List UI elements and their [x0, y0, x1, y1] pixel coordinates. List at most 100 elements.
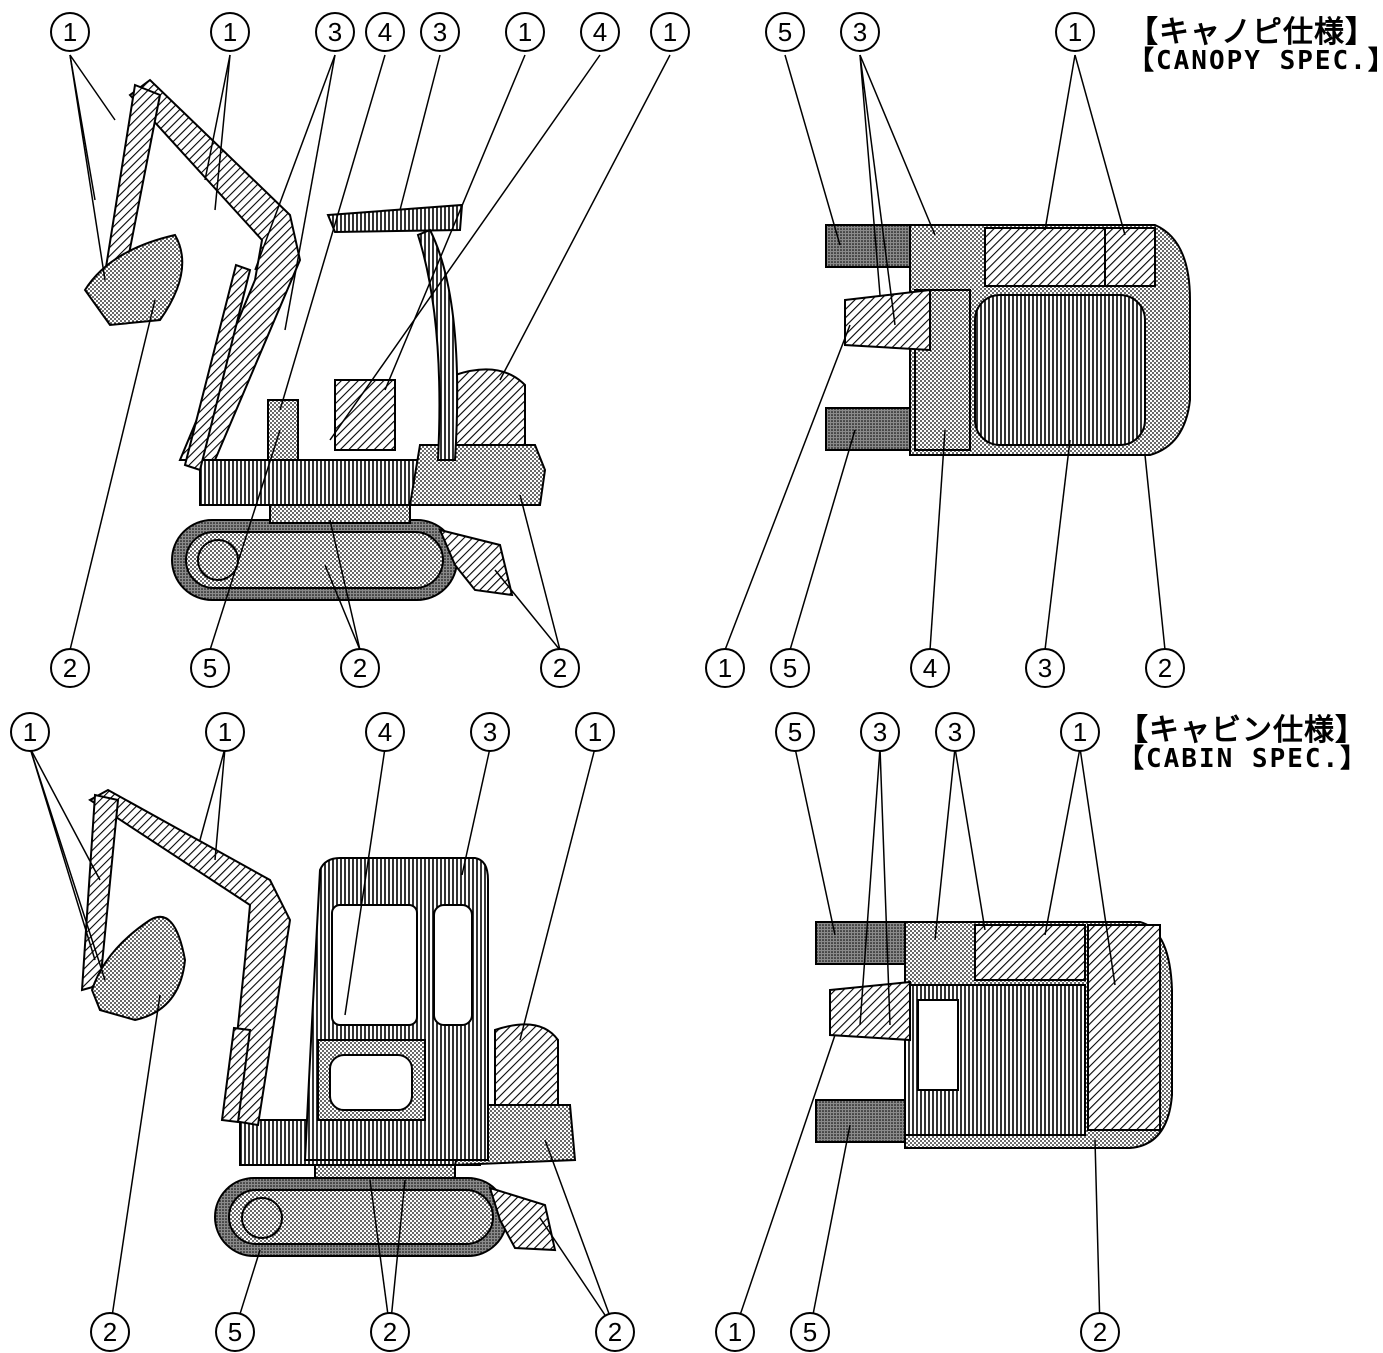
callout-number: 2 — [608, 1317, 622, 1347]
callout-number: 3 — [948, 717, 962, 747]
callout-canopy-side-0: 1 — [50, 12, 90, 52]
callout-number: 2 — [1093, 1317, 1107, 1347]
callout-cabin-side-2: 4 — [365, 712, 405, 752]
callout-number: 2 — [383, 1317, 397, 1347]
canopy-side-swivel — [269, 504, 411, 524]
callout-number: 5 — [778, 17, 792, 47]
canopy-top-rear-cover — [1104, 227, 1156, 287]
callout-number: 3 — [328, 17, 342, 47]
callout-canopy-top-0: 5 — [765, 12, 805, 52]
callout-cabin-top-1: 3 — [860, 712, 900, 752]
callout-cabin-side-5: 2 — [90, 1312, 130, 1352]
callout-canopy-side-5: 1 — [505, 12, 545, 52]
callout-number: 2 — [553, 653, 567, 683]
callout-canopy-top-5: 4 — [910, 648, 950, 688]
canopy-top-engine-cover — [984, 227, 1106, 287]
callout-number: 1 — [588, 717, 602, 747]
callout-number: 2 — [103, 1317, 117, 1347]
canopy-side-seat — [334, 379, 396, 451]
callout-cabin-side-3: 3 — [470, 712, 510, 752]
callout-number: 1 — [1068, 17, 1082, 47]
callout-number: 5 — [803, 1317, 817, 1347]
callout-number: 1 — [718, 653, 732, 683]
canopy-side-track-inner — [185, 531, 444, 589]
callout-number: 2 — [63, 653, 77, 683]
callout-cabin-top-0: 5 — [775, 712, 815, 752]
canopy-side-roof — [326, 203, 464, 234]
callout-number: 1 — [223, 17, 237, 47]
callout-cabin-side-8: 2 — [595, 1312, 635, 1352]
callout-canopy-top-2: 1 — [1055, 12, 1095, 52]
cabin-side-blade — [488, 1186, 557, 1252]
cabin-top-boom — [829, 980, 911, 1042]
cabin-spec-title-jp: 【キャビン仕様】 — [1118, 713, 1366, 748]
canopy-side-engine-hood — [454, 368, 526, 446]
canopy-side-idler — [197, 539, 239, 581]
cabin-top-engine-cover — [974, 924, 1086, 981]
cabin-side-bucket — [90, 915, 187, 1022]
callout-number: 1 — [218, 717, 232, 747]
cabin-spec-title-en: 【CABIN SPEC.】 — [1118, 744, 1369, 774]
callout-number: 5 — [203, 653, 217, 683]
canopy-top-boom — [844, 288, 931, 352]
callout-canopy-side-3: 4 — [365, 12, 405, 52]
callout-number: 2 — [353, 653, 367, 683]
cabin-side-boom-cylinder — [220, 1026, 252, 1124]
callout-canopy-top-1: 3 — [840, 12, 880, 52]
callout-number: 1 — [63, 17, 77, 47]
callout-cabin-side-6: 5 — [215, 1312, 255, 1352]
callout-number: 3 — [1038, 653, 1052, 683]
callout-cabin-top-3: 1 — [1060, 712, 1100, 752]
callout-canopy-top-3: 1 — [705, 648, 745, 688]
callout-canopy-side-9: 5 — [190, 648, 230, 688]
canopy-side-blade — [438, 528, 514, 597]
canopy-top-view — [825, 224, 1191, 456]
callout-cabin-side-1: 1 — [205, 712, 245, 752]
callout-number: 4 — [378, 717, 392, 747]
cabin-side-window-front — [331, 904, 418, 1026]
callout-canopy-side-7: 1 — [650, 12, 690, 52]
callout-cabin-top-4: 1 — [715, 1312, 755, 1352]
callout-number: 3 — [433, 17, 447, 47]
callout-number: 4 — [593, 17, 607, 47]
callout-canopy-side-11: 2 — [540, 648, 580, 688]
canopy-spec-title-en: 【CANOPY SPEC.】 — [1128, 46, 1383, 76]
callout-cabin-side-4: 1 — [575, 712, 615, 752]
callout-canopy-side-6: 4 — [580, 12, 620, 52]
cabin-side-engine-hood — [494, 1023, 559, 1106]
callout-cabin-side-7: 2 — [370, 1312, 410, 1352]
callout-canopy-side-2: 3 — [315, 12, 355, 52]
cabin-side-track-inner — [228, 1189, 494, 1245]
leader-lines — [29, 54, 1166, 1331]
canopy-side-view — [83, 78, 547, 601]
canopy-side-rear-cover — [408, 444, 547, 506]
canopy-spec-title: 【キャノピ仕様】 【CANOPY SPEC.】 — [1128, 15, 1383, 76]
cabin-side-window-rear — [433, 904, 473, 1026]
callout-canopy-side-4: 3 — [420, 12, 460, 52]
canopy-side-lever-stand — [267, 399, 299, 461]
cabin-side-idler — [241, 1197, 283, 1239]
callout-cabin-top-6: 2 — [1080, 1312, 1120, 1352]
callout-number: 1 — [728, 1317, 742, 1347]
canopy-side-boom-cylinder — [183, 263, 252, 472]
callout-number: 1 — [663, 17, 677, 47]
callout-cabin-top-5: 5 — [790, 1312, 830, 1352]
callout-number: 5 — [228, 1317, 242, 1347]
cabin-side-view — [80, 788, 577, 1257]
callout-number: 5 — [783, 653, 797, 683]
callout-number: 1 — [518, 17, 532, 47]
cabin-spec-title: 【キャビン仕様】 【CABIN SPEC.】 — [1118, 713, 1369, 774]
cabin-side-window-door — [329, 1054, 413, 1111]
callout-number: 3 — [873, 717, 887, 747]
callout-number: 1 — [23, 717, 37, 747]
callout-number: 4 — [923, 653, 937, 683]
callout-number: 1 — [1073, 717, 1087, 747]
canopy-top-canopy-roof — [974, 294, 1146, 446]
canopy-spec-title-jp: 【キャノピ仕様】 — [1128, 15, 1376, 50]
callout-number: 2 — [1158, 653, 1172, 683]
callout-number: 3 — [483, 717, 497, 747]
cabin-top-view — [815, 921, 1173, 1149]
cabin-top-rear-cover — [1087, 924, 1161, 1131]
callout-canopy-top-6: 3 — [1025, 648, 1065, 688]
